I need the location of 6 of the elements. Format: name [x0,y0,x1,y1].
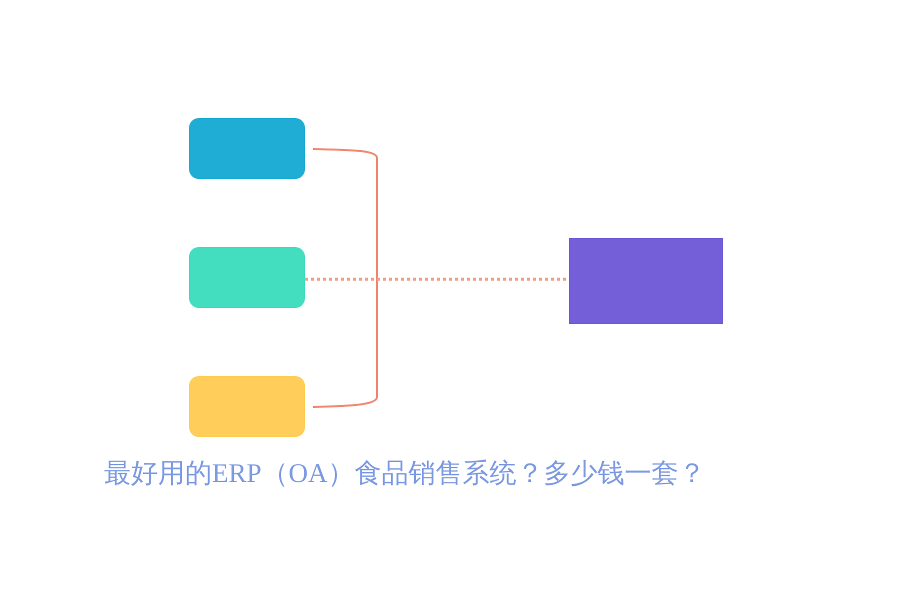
color-block [189,376,305,437]
color-block [569,238,723,324]
color-block [189,118,305,179]
color-block [189,247,305,308]
connector-line [305,278,569,281]
caption: 最好用的ERP（OA）食品销售系统？多少钱一套？ [104,457,706,490]
